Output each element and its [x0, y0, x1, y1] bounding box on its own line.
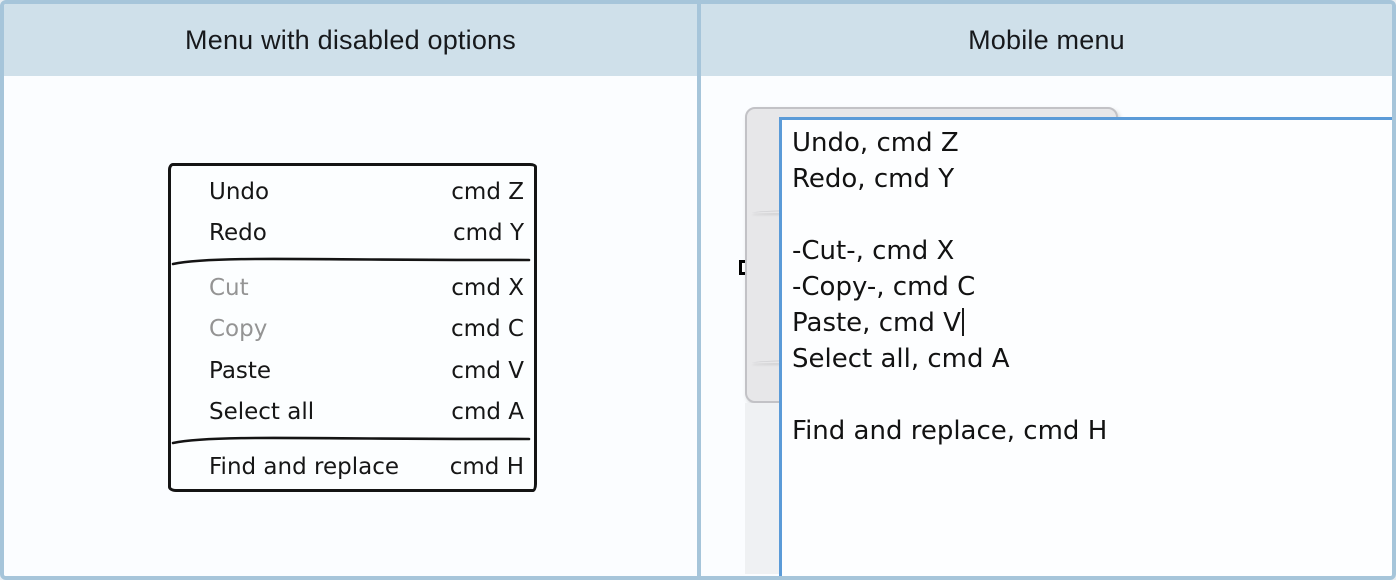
editor-line-text: Undo, cmd Z: [792, 128, 959, 158]
menu-item[interactable]: Redo cmd Y: [171, 213, 534, 255]
menu-item: Copy cmd C: [171, 309, 534, 351]
menu-item-shortcut: cmd A: [451, 399, 524, 426]
context-menu: Undo cmd Z Redo cmd Y Cut cmd X Copy cmd…: [168, 163, 537, 492]
panel-mobile-menu: Mobile menu Undo, cmd Z Redo, cmd Y -Cut-,…: [701, 4, 1392, 576]
editor-line-text: -Cut-, cmd X: [792, 236, 955, 266]
right-panel-body: Undo, cmd Z Redo, cmd Y -Cut-, cmd X -Copy-…: [701, 76, 1392, 576]
editor-line-text: -Copy-, cmd C: [792, 272, 976, 302]
menu-item-label: Copy: [209, 316, 268, 343]
menu-item-shortcut: cmd V: [451, 357, 524, 384]
left-panel-header: Menu with disabled options: [4, 4, 697, 76]
menu-item-label: Find and replace: [209, 453, 399, 480]
menu-item-shortcut: cmd Z: [451, 178, 524, 205]
editor-text-line: Undo, cmd Z: [792, 125, 1392, 161]
editor-text-line: Redo, cmd Y: [792, 161, 1392, 197]
menu-item[interactable]: Find and replace cmd H: [171, 446, 534, 488]
editor-line-text: Redo, cmd Y: [792, 164, 955, 194]
menu-item-label: Cut: [209, 274, 249, 301]
menu-item-shortcut: cmd Y: [452, 220, 524, 247]
panel-divider: [697, 4, 701, 576]
editor-text-line: Find and replace, cmd H: [792, 413, 1392, 449]
menu-divider: [171, 436, 531, 445]
menu-item-label: Redo: [209, 220, 267, 247]
editor-line-text: Paste, cmd V: [792, 308, 961, 338]
menu-item[interactable]: Select all cmd A: [171, 392, 534, 434]
menu-item-shortcut: cmd H: [449, 453, 524, 480]
editor-text-line: Paste, cmd V: [792, 305, 1392, 341]
menu-item-label: Select all: [209, 399, 315, 426]
right-panel-header: Mobile menu: [701, 4, 1392, 76]
menu-item-label: Undo: [209, 178, 270, 205]
menu-item: Cut cmd X: [171, 267, 534, 309]
menu-text-editor[interactable]: Undo, cmd Z Redo, cmd Y -Cut-, cmd X -Copy-…: [779, 117, 1392, 576]
editor-text-line: Select all, cmd A: [792, 341, 1392, 377]
left-panel-body: Undo cmd Z Redo cmd Y Cut cmd X Copy cmd…: [4, 76, 697, 576]
right-panel-title: Mobile menu: [968, 24, 1125, 55]
editor-text-line: [792, 197, 1392, 233]
editor-line-text: Select all, cmd A: [792, 344, 1010, 374]
panel-disabled-menu: Menu with disabled options Undo cmd Z Re…: [4, 4, 697, 576]
editor-text-line: -Copy-, cmd C: [792, 269, 1392, 305]
menu-item-shortcut: cmd X: [451, 274, 524, 301]
editor-line-text: Find and replace, cmd H: [792, 416, 1108, 446]
editor-text-line: -Cut-, cmd X: [792, 233, 1392, 269]
text-cursor: [961, 308, 964, 336]
menu-divider: [171, 257, 531, 266]
menu-item-shortcut: cmd C: [450, 316, 524, 343]
left-panel-title: Menu with disabled options: [185, 24, 516, 55]
menu-item-label: Paste: [209, 357, 272, 384]
editor-text-line: [792, 377, 1392, 413]
menu-item[interactable]: Undo cmd Z: [171, 171, 534, 213]
menu-item[interactable]: Paste cmd V: [171, 350, 534, 392]
